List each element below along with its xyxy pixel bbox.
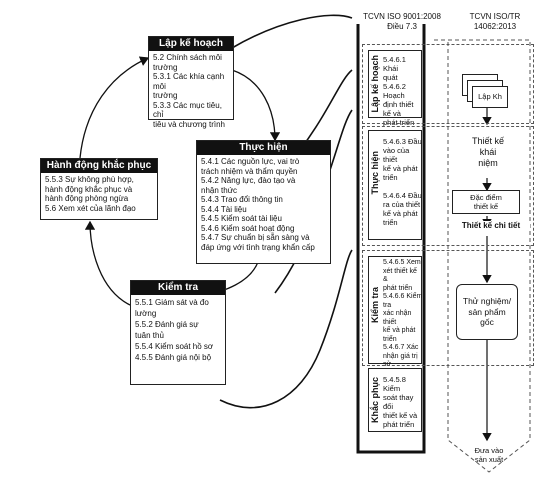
iso14062-test-text: Thử nghiệm/ sản phẩm gốc (462, 296, 512, 328)
do-title: Thực hiện (197, 141, 330, 155)
iso9001-stage-act: Khắc phục 5.4.5.8 Kiểm soát thay đổi thi… (368, 368, 422, 432)
do-box: Thực hiện 5.4.1 Các nguồn lực, vai trò t… (196, 140, 331, 264)
stage-plan-text: 5.4.6.1 Khái quát 5.4.6.2 Hoạch định thi… (383, 55, 415, 127)
iso14062-concept: Thiết kế khái niệm (458, 136, 518, 169)
iso14062-spec-box: Đặc điểm thiết kế (452, 190, 520, 214)
stage-do-text: 5.4.6.3 Đầu vào của thiết kế và phát tri… (383, 137, 422, 227)
iso14062-title: TCVN ISO/TR 14062:2013 (469, 12, 521, 31)
cycle-arrow-plan-to-do (231, 69, 281, 142)
iso14062-plan-text: Lập Kh (478, 92, 502, 102)
plan-body: 5.2 Chính sách môi trường 5.3.1 Các khía… (153, 53, 225, 129)
act-title: Hành động khắc phục (41, 159, 157, 173)
act-body: 5.5.3 Sự không phù hợp, hành động khắc p… (45, 175, 136, 213)
iso9001-stage-do: Thực hiện 5.4.6.3 Đầu vào của thiết kế v… (368, 130, 422, 240)
act-box: Hành động khắc phục 5.5.3 Sự không phù h… (40, 158, 158, 220)
iso9001-subtitle: Điều 7.3 (387, 22, 417, 31)
check-title: Kiểm tra (131, 281, 225, 295)
cycle-arrow-check-to-act (84, 220, 131, 306)
stage-act-label: Khắc phục (370, 377, 380, 424)
iso9001-title: TCVN ISO 9001:2008 (363, 12, 441, 21)
iso14062-detail: Thiết kế chi tiết (452, 221, 530, 231)
stage-act-text: 5.4.5.8 Kiểm soát thay đổi thiết kế và p… (383, 375, 418, 429)
cycle-arrow-act-to-plan (79, 56, 150, 159)
check-body: 5.5.1 Giám sát và đo lường 5.5.2 Đánh gi… (135, 298, 214, 362)
do-body: 5.4.1 Các nguồn lực, vai trò trách nhiệm… (201, 157, 315, 252)
iso9001-stage-plan: Lập kế hoạch 5.4.6.1 Khái quát 5.4.6.2 H… (368, 50, 422, 127)
plan-box: Lập kế hoạch 5.2 Chính sách môi trường 5… (148, 36, 234, 129)
iso14062-spec-text: Đặc điểm thiết kế (470, 193, 502, 211)
link-arrow-plan (231, 14, 353, 49)
iso14062-plan-card: Lập Kh (472, 86, 508, 108)
link-arrow-act (219, 249, 353, 409)
iso14062-market: Đưa vào sản xuất (474, 446, 504, 464)
band-plan (362, 44, 534, 124)
iso9001-bracket (356, 24, 426, 454)
check-box: Kiểm tra 5.5.1 Giám sát và đo lường 5.5.… (130, 280, 226, 385)
link-arrow-do (299, 69, 353, 151)
iso14062-funnel (434, 39, 531, 473)
iso14062-test-box: Thử nghiệm/ sản phẩm gốc (456, 284, 518, 340)
band-do (362, 126, 534, 246)
plan-title: Lập kế hoạch (149, 37, 233, 51)
band-check (362, 250, 534, 366)
